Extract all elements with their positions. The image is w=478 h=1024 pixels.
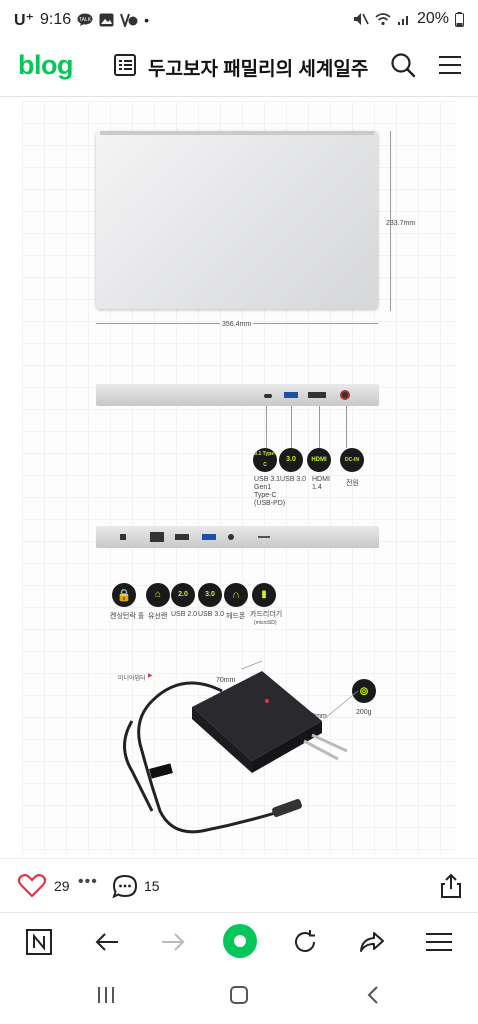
search-icon[interactable] (390, 52, 416, 78)
system-back-icon[interactable] (366, 985, 380, 1005)
browser-nav-bar (0, 912, 478, 969)
share-arrow-icon[interactable] (358, 930, 386, 954)
caption-arrow-icon: ▶ (148, 673, 153, 679)
like-count: 29 (54, 878, 70, 894)
more-options-icon[interactable]: ••• (78, 873, 98, 890)
post-action-bar: 29 ••• 15 (0, 858, 478, 913)
usb20-label: USB 2.0 (171, 611, 198, 618)
status-bar: U⁺ 9:16 TALK • 20% (0, 0, 478, 40)
comment-count[interactable]: 15 (144, 878, 160, 894)
battery-icon (455, 11, 464, 27)
notification-app-icon (120, 13, 138, 27)
left-port-usb2 (175, 534, 189, 540)
usb31-label: USB 3.1 Gen1 Type-C (USB-PD) (254, 476, 286, 507)
clock: 9:16 (40, 11, 72, 28)
hdmi-port-icon: HDMI (307, 448, 331, 472)
dcin-port-icon: DC-IN (340, 448, 364, 472)
usb20-port-icon: 2.0 (171, 583, 195, 607)
system-nav-bar (0, 968, 478, 1024)
hamburger-menu-icon[interactable] (426, 932, 452, 952)
blog-title[interactable]: 두고보자 패밀리의 세계일주 (148, 59, 369, 80)
more-notifications-dot: • (144, 12, 150, 28)
recent-apps-icon[interactable] (96, 986, 116, 1004)
left-port-lan (150, 532, 164, 542)
adapter-weight-label: 200g (356, 709, 372, 716)
left-port-usb3 (202, 534, 216, 540)
adapter-length-label: 70mm (216, 677, 236, 684)
home-button-icon[interactable] (229, 985, 249, 1005)
forward-arrow-icon (162, 933, 185, 951)
hdmi-label: HDMI 1.4 (312, 476, 330, 491)
lan-label: 유선랜 (148, 613, 168, 620)
menu-icon[interactable] (439, 54, 461, 76)
usb30-port-icon: 3.0 (279, 448, 303, 472)
gallery-icon (99, 13, 114, 27)
refresh-icon[interactable] (292, 929, 318, 955)
talk-icon: TALK (77, 13, 93, 26)
usb31-typec-port-icon: 3.1 Type-C (253, 448, 277, 472)
cardreader-port-icon: ▮ (252, 583, 276, 607)
share-icon[interactable] (440, 873, 462, 899)
cardreader-label: 카드리더기 (microSD) (250, 611, 283, 626)
laptop-left-side-view (96, 526, 379, 548)
usb30-label: USB 3.0 (280, 476, 307, 483)
headphone-port-icon: ∩ (224, 583, 248, 607)
carrier-label: U⁺ (14, 12, 34, 29)
like-heart-icon[interactable] (18, 874, 46, 898)
kensington-label: 켄싱턴락 홀 (110, 613, 145, 620)
laptop-right-side-view (96, 384, 379, 406)
left-port-cardreader (258, 536, 270, 538)
right-port-usb3 (284, 392, 298, 398)
post-content: 233.7mm 356.4mm 3.1 Type-C 3.0 HDMI DC-I… (0, 97, 478, 857)
mini-adapter-caption: 미니어댑터 (118, 676, 146, 682)
svg-text:TALK: TALK (79, 17, 92, 23)
weight-icon: ⊚ (352, 679, 376, 703)
comment-bubble-icon[interactable] (112, 874, 138, 899)
depth-dimension-label: 233.7mm (386, 220, 416, 227)
lan-port-icon: ⌂ (146, 583, 170, 607)
depth-dimension-line (390, 131, 391, 311)
category-list-icon[interactable] (114, 54, 136, 76)
green-home-dot-icon[interactable] (222, 923, 258, 959)
power-adapter-image (123, 661, 359, 834)
kensington-port-icon: 🔒 (112, 583, 136, 607)
left-port-audio (228, 534, 234, 540)
naver-home-icon[interactable] (26, 929, 52, 955)
blog-logo[interactable]: blog (18, 50, 73, 80)
headphone-label: 헤드폰 (226, 613, 246, 620)
right-port-guides (266, 406, 356, 448)
right-port-dcin (340, 390, 350, 400)
right-port-usbc (264, 394, 272, 398)
width-dimension-label: 356.4mm (220, 321, 254, 328)
usb30-left-port-icon: 3.0 (198, 583, 222, 607)
wifi-icon (375, 13, 391, 26)
laptop-spec-image: 233.7mm 356.4mm 3.1 Type-C 3.0 HDMI DC-I… (22, 101, 456, 855)
laptop-top-view (96, 131, 378, 309)
laptop-hinge (100, 131, 374, 135)
left-port-kensington (120, 534, 126, 540)
blog-header: blog 두고보자 패밀리의 세계일주 (0, 40, 478, 97)
mute-icon (353, 13, 369, 25)
usb30-left-label: USB 3.0 (198, 611, 225, 618)
battery-percent: 20% (416, 10, 449, 27)
back-arrow-icon[interactable] (94, 931, 120, 953)
signal-icon (397, 16, 408, 25)
right-port-hdmi (308, 392, 326, 398)
power-label: 전원 (346, 480, 359, 487)
